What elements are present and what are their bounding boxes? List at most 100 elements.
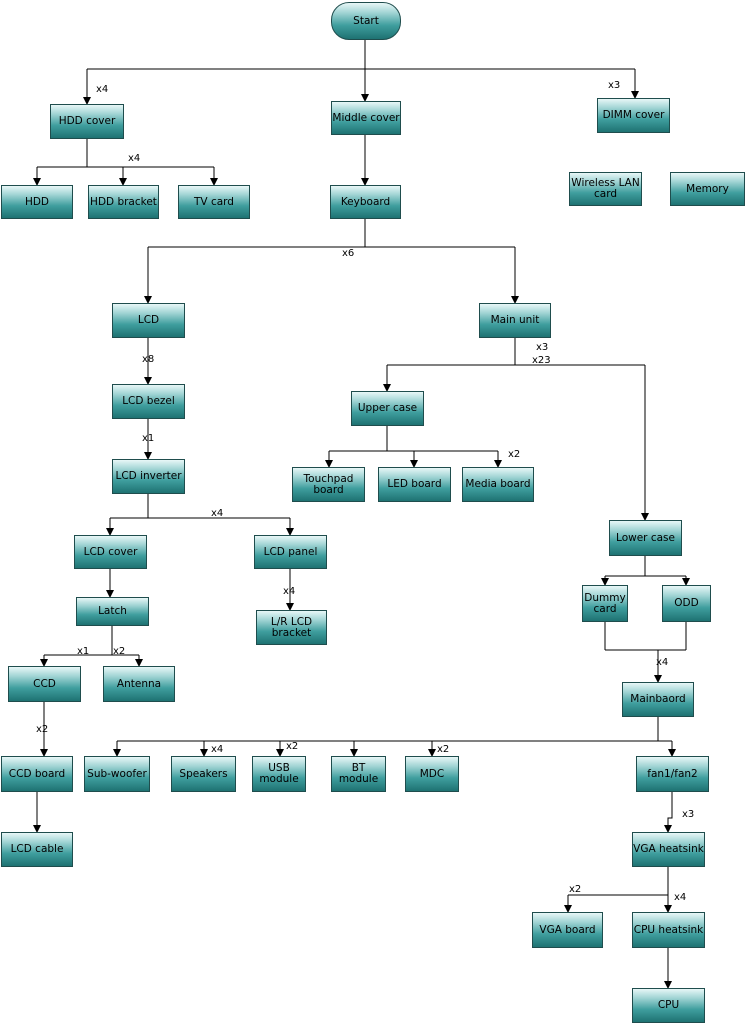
node-label: Antenna [116, 677, 162, 690]
node-label: CPU heatsink [633, 923, 704, 936]
node-label: L/R LCD bracket [270, 615, 313, 639]
node-touchpad-board: Touchpad board [292, 467, 365, 502]
node-label: USB module [259, 762, 299, 785]
screw-label-cpu-heatsink-x4: x4 [674, 892, 687, 903]
node-label: Dummy card [584, 591, 626, 615]
node-ccd: CCD [8, 666, 81, 702]
screw-label-lcd-x8: x8 [142, 354, 155, 365]
node-label: HDD [24, 195, 50, 208]
node-sub-woofer: Sub-woofer [84, 756, 150, 792]
node-lcd-inverter: LCD inverter [112, 459, 185, 494]
node-led-board: LED board [378, 467, 451, 502]
node-upper-case: Upper case [351, 391, 424, 426]
node-label: BT module [338, 762, 379, 785]
node-hdd: HDD [1, 185, 73, 219]
node-label: Memory [686, 182, 729, 195]
node-label: Media board [465, 478, 531, 490]
screw-label-lr-bracket-x4: x4 [283, 586, 296, 597]
node-label: Lower case [616, 531, 675, 544]
node-lcd-panel: LCD panel [254, 535, 327, 569]
node-fan: fan1/fan2 [636, 756, 709, 792]
node-label: CCD [33, 677, 56, 690]
node-cpu-heatsink: CPU heatsink [632, 912, 705, 948]
screw-label-main-unit-x23: x23 [532, 355, 551, 366]
screw-label-vga-heatsink-x3: x3 [682, 809, 695, 820]
node-mdc: MDC [405, 756, 459, 792]
screw-label-keyboard-x6: x6 [342, 248, 355, 259]
node-label: HDD bracket [90, 195, 157, 208]
node-media-board: Media board [462, 467, 534, 502]
node-wireless-lan: Wireless LAN card [569, 172, 642, 206]
node-label: Touchpad board [303, 472, 354, 496]
node-latch: Latch [76, 597, 149, 626]
screw-label-ccd-x1: x1 [77, 646, 90, 657]
node-label: Start [353, 14, 379, 27]
screw-label-hdd-bracket-x4: x4 [128, 153, 141, 164]
node-label: Main unit [490, 314, 540, 326]
screw-label-ccd-board-x2: x2 [36, 724, 49, 735]
node-label: LCD bezel [122, 395, 175, 407]
node-label: Sub-woofer [87, 767, 147, 780]
node-keyboard: Keyboard [330, 185, 401, 219]
node-bt-module: BT module [331, 756, 386, 792]
node-main-unit: Main unit [479, 303, 551, 338]
node-label: VGA board [539, 923, 596, 936]
node-hdd-bracket: HDD bracket [88, 185, 159, 219]
node-label: Mainbaord [630, 693, 686, 705]
node-speakers: Speakers [171, 756, 236, 792]
node-label: LCD inverter [115, 470, 182, 482]
node-label: fan1/fan2 [647, 767, 698, 780]
node-label: Latch [98, 605, 127, 617]
node-start: Start [331, 2, 401, 40]
node-lower-case: Lower case [609, 520, 682, 556]
node-label: LCD cable [10, 843, 64, 855]
node-lcd: LCD [112, 303, 185, 338]
node-lcd-bezel: LCD bezel [112, 384, 185, 419]
node-label: CCD board [8, 767, 66, 780]
node-memory: Memory [670, 172, 745, 206]
screw-label-mainbaord-x4: x4 [656, 657, 669, 668]
node-lcd-cable: LCD cable [1, 832, 73, 867]
node-label: Speakers [179, 767, 228, 780]
node-middle-cover: Middle cover [331, 101, 401, 135]
node-hdd-cover: HDD cover [50, 104, 124, 139]
node-tv-card: TV card [178, 185, 250, 219]
node-cpu: CPU [632, 988, 705, 1023]
node-dummy-card: Dummy card [582, 585, 628, 622]
screw-label-vga-board-x2: x2 [569, 884, 582, 895]
node-label: ODD [674, 597, 699, 609]
node-label: Middle cover [332, 111, 400, 124]
screw-label-dimm-cover-x3: x3 [608, 80, 621, 91]
node-label: LCD panel [263, 545, 318, 558]
node-usb-module: USB module [252, 756, 306, 792]
screw-label-hdd-cover-x4: x4 [96, 84, 109, 95]
node-label: HDD cover [58, 115, 116, 127]
node-label: DIMM cover [602, 109, 665, 121]
node-label: Wireless LAN card [571, 177, 640, 200]
screw-label-media-board-x2: x2 [508, 449, 521, 460]
node-label: LED board [387, 478, 442, 490]
node-label: MDC [419, 767, 445, 780]
node-label: CPU [657, 999, 680, 1011]
node-lcd-cover: LCD cover [74, 535, 147, 569]
node-vga-heatsink: VGA heatsink [632, 832, 705, 867]
node-label: Upper case [357, 402, 418, 414]
screw-label-antenna-x2: x2 [113, 646, 126, 657]
node-label: LCD cover [83, 545, 138, 558]
node-lr-lcd-bracket: L/R LCD bracket [256, 610, 327, 645]
screw-label-usb-x2: x2 [286, 741, 299, 752]
node-label: VGA heatsink [633, 843, 704, 855]
screw-label-speakers-x4: x4 [211, 744, 224, 755]
screw-label-lcd-panel-x4: x4 [211, 508, 224, 519]
node-vga-board: VGA board [532, 912, 603, 948]
node-mainbaord: Mainbaord [622, 682, 694, 717]
node-label: TV card [194, 195, 234, 208]
node-odd: ODD [662, 585, 711, 622]
node-antenna: Antenna [103, 666, 175, 702]
screw-label-mdc-x2: x2 [437, 744, 450, 755]
node-ccd-board: CCD board [1, 756, 73, 792]
node-dimm-cover: DIMM cover [597, 98, 670, 133]
node-label: Keyboard [340, 195, 391, 208]
node-label: LCD [137, 314, 160, 326]
